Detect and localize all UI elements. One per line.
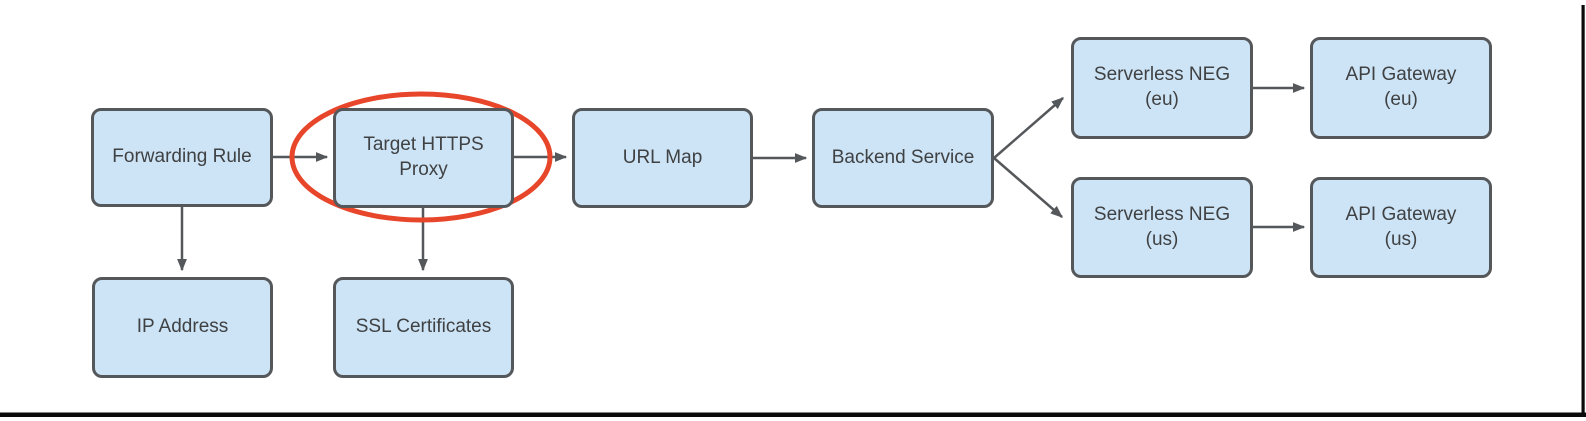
node-ssl-certificates: SSL Certificates — [333, 277, 514, 378]
node-label: Serverless NEG (eu) — [1093, 64, 1231, 110]
node-api-gateway-eu: API Gateway (eu) — [1310, 37, 1492, 139]
node-label: Backend Service — [831, 146, 975, 168]
node-label: Forwarding Rule — [112, 146, 252, 168]
node-ip-address: IP Address — [92, 277, 273, 378]
node-serverless-neg-eu: Serverless NEG (eu) — [1071, 37, 1253, 139]
node-url-map: URL Map — [572, 108, 753, 208]
frame-bottom-line — [0, 412, 1586, 417]
node-label: Target HTTPS Proxy — [363, 134, 484, 180]
node-label: IP Address — [136, 316, 229, 338]
node-label: URL Map — [622, 146, 703, 168]
node-target-https-proxy: Target HTTPS Proxy — [333, 108, 514, 208]
node-api-gateway-us: API Gateway (us) — [1310, 177, 1492, 278]
frame-right-line — [1581, 5, 1585, 417]
node-forwarding-rule: Forwarding Rule — [91, 108, 273, 207]
node-serverless-neg-us: Serverless NEG (us) — [1071, 177, 1253, 278]
edge-backend-service-to-serverless-neg-us — [993, 157, 1063, 218]
node-label: Serverless NEG (us) — [1093, 203, 1231, 250]
edge-backend-service-to-serverless-neg-eu — [993, 97, 1064, 159]
node-label: API Gateway (us) — [1345, 203, 1457, 250]
node-label: API Gateway (eu) — [1345, 64, 1457, 110]
node-backend-service: Backend Service — [812, 108, 994, 208]
node-label: SSL Certificates — [355, 316, 492, 338]
